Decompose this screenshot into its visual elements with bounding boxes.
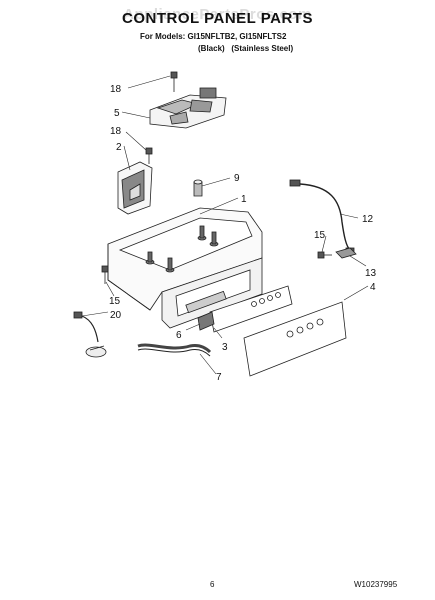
callout-5: 5 [114,108,120,119]
page-number: 6 [210,580,215,589]
screw-15-left [101,265,109,284]
callout-12: 12 [362,214,374,225]
watermark: AppliancePartsPros.com [123,6,312,23]
page-title: CONTROL PANEL PARTS [122,10,313,27]
ribbon-cable-7 [137,343,212,357]
screw-18-lower [145,147,153,164]
screw-15-right [317,251,332,259]
callout-9: 9 [234,173,240,184]
control-board-5 [149,87,227,129]
sensor-harness-20 [73,311,107,358]
callout-3: 3 [222,342,228,353]
callout-15-left: 15 [109,296,121,307]
callout-7: 7 [216,372,222,383]
models-line: For Models: GI15NFLTB2, GI15NFLTS2 [140,32,287,41]
overlay-panel-4 [243,301,347,377]
callout-1: 1 [241,194,247,205]
bracket-2 [117,161,153,215]
wire-harness-12 [289,179,355,255]
variants-line: (Black) (Stainless Steel) [198,44,294,53]
callout-13: 13 [365,268,377,279]
callout-20: 20 [110,310,122,321]
spacer-9 [193,179,203,197]
callout-6: 6 [176,330,182,341]
callout-15-right: 15 [314,230,326,241]
callout-18-lower: 18 [110,126,122,137]
callout-2: 2 [116,142,122,153]
callout-4: 4 [370,282,376,293]
callout-18-top: 18 [110,84,122,95]
screw-18-top [170,71,178,92]
bracket-6 [197,311,215,331]
leader-lines [81,75,369,375]
document-number: W10237995 [354,580,398,589]
clip-13 [335,247,357,259]
control-panel-3 [209,285,293,333]
